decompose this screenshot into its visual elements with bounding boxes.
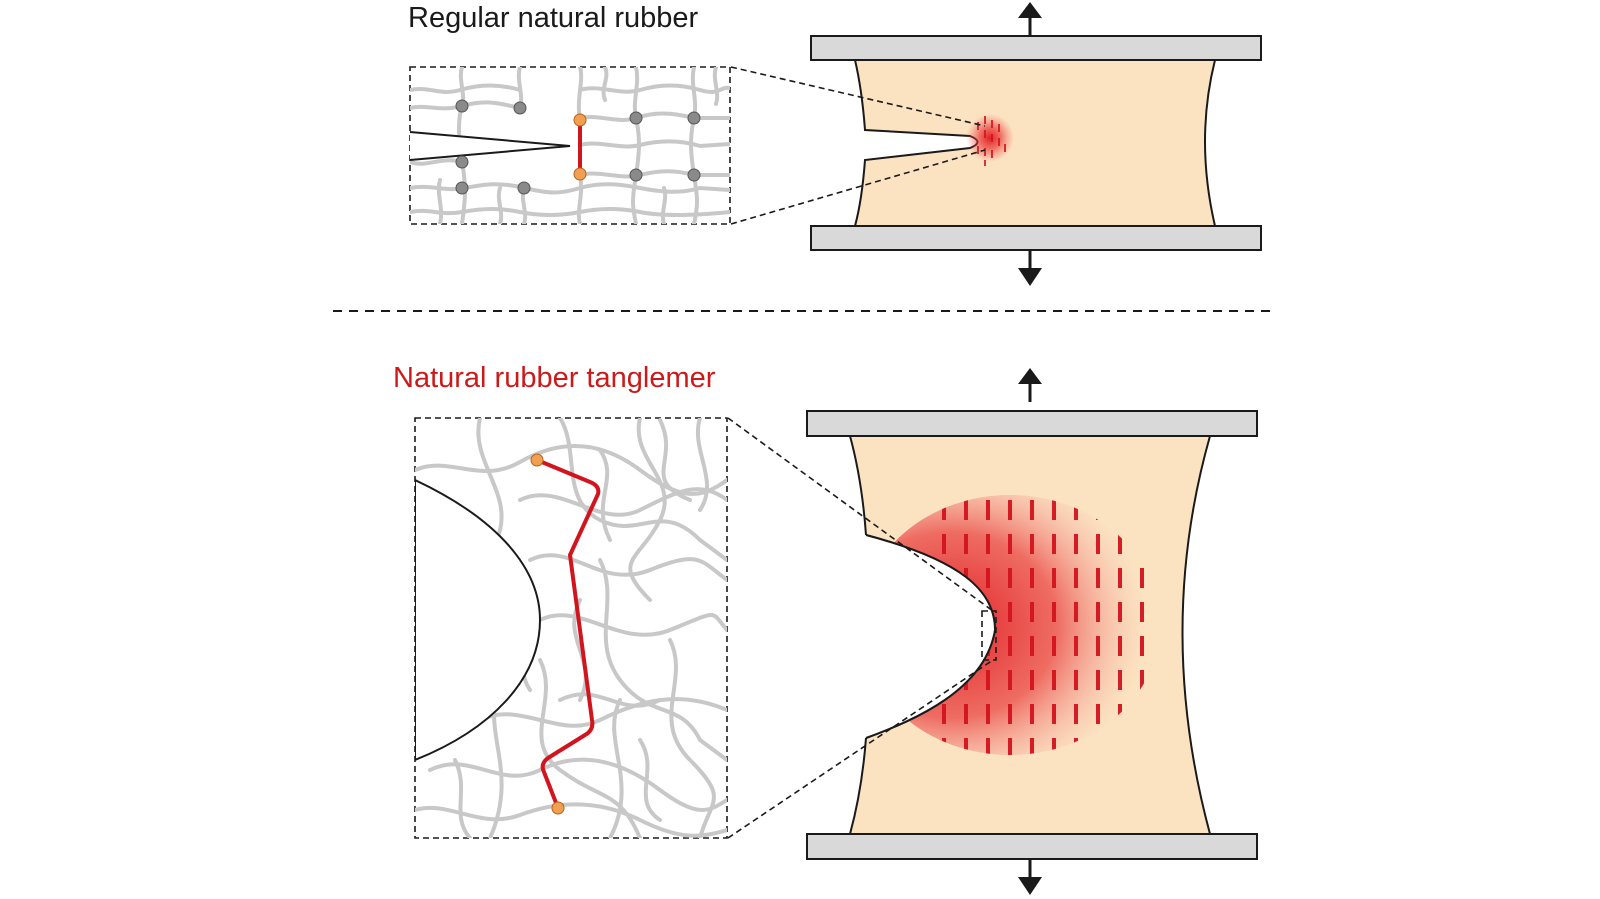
top-zoom-inset bbox=[409, 66, 731, 225]
bottom-up-arrow bbox=[1018, 368, 1042, 402]
top-down-arrow bbox=[1018, 250, 1042, 286]
bottom-zoom-connectors bbox=[727, 417, 997, 839]
top-tensile-specimen bbox=[810, 2, 1262, 286]
bottom-stretched-chain bbox=[536, 458, 601, 809]
top-stress-zone bbox=[966, 114, 1014, 166]
top-upper-plate bbox=[810, 35, 1262, 61]
top-zoom-connectors bbox=[730, 66, 986, 225]
bottom-highlight-crosslinks bbox=[530, 453, 565, 815]
top-highlight-crosslinks bbox=[573, 113, 587, 181]
bottom-tensile-specimen bbox=[806, 368, 1258, 895]
top-panel-title: Regular natural rubber bbox=[408, 2, 699, 34]
top-crosslink-nodes bbox=[455, 99, 701, 195]
top-up-arrow bbox=[1018, 2, 1042, 36]
bottom-panel-title: Natural rubber tanglemer bbox=[393, 362, 716, 394]
bottom-crack-opening bbox=[415, 478, 542, 762]
top-crack-tip bbox=[410, 131, 571, 161]
bottom-upper-plate bbox=[806, 410, 1258, 437]
bottom-down-arrow bbox=[1018, 859, 1042, 895]
top-lower-plate bbox=[810, 225, 1262, 251]
bottom-lower-plate bbox=[806, 833, 1258, 860]
top-rubber-body bbox=[853, 59, 1217, 227]
bottom-zoom-inset bbox=[414, 417, 728, 839]
